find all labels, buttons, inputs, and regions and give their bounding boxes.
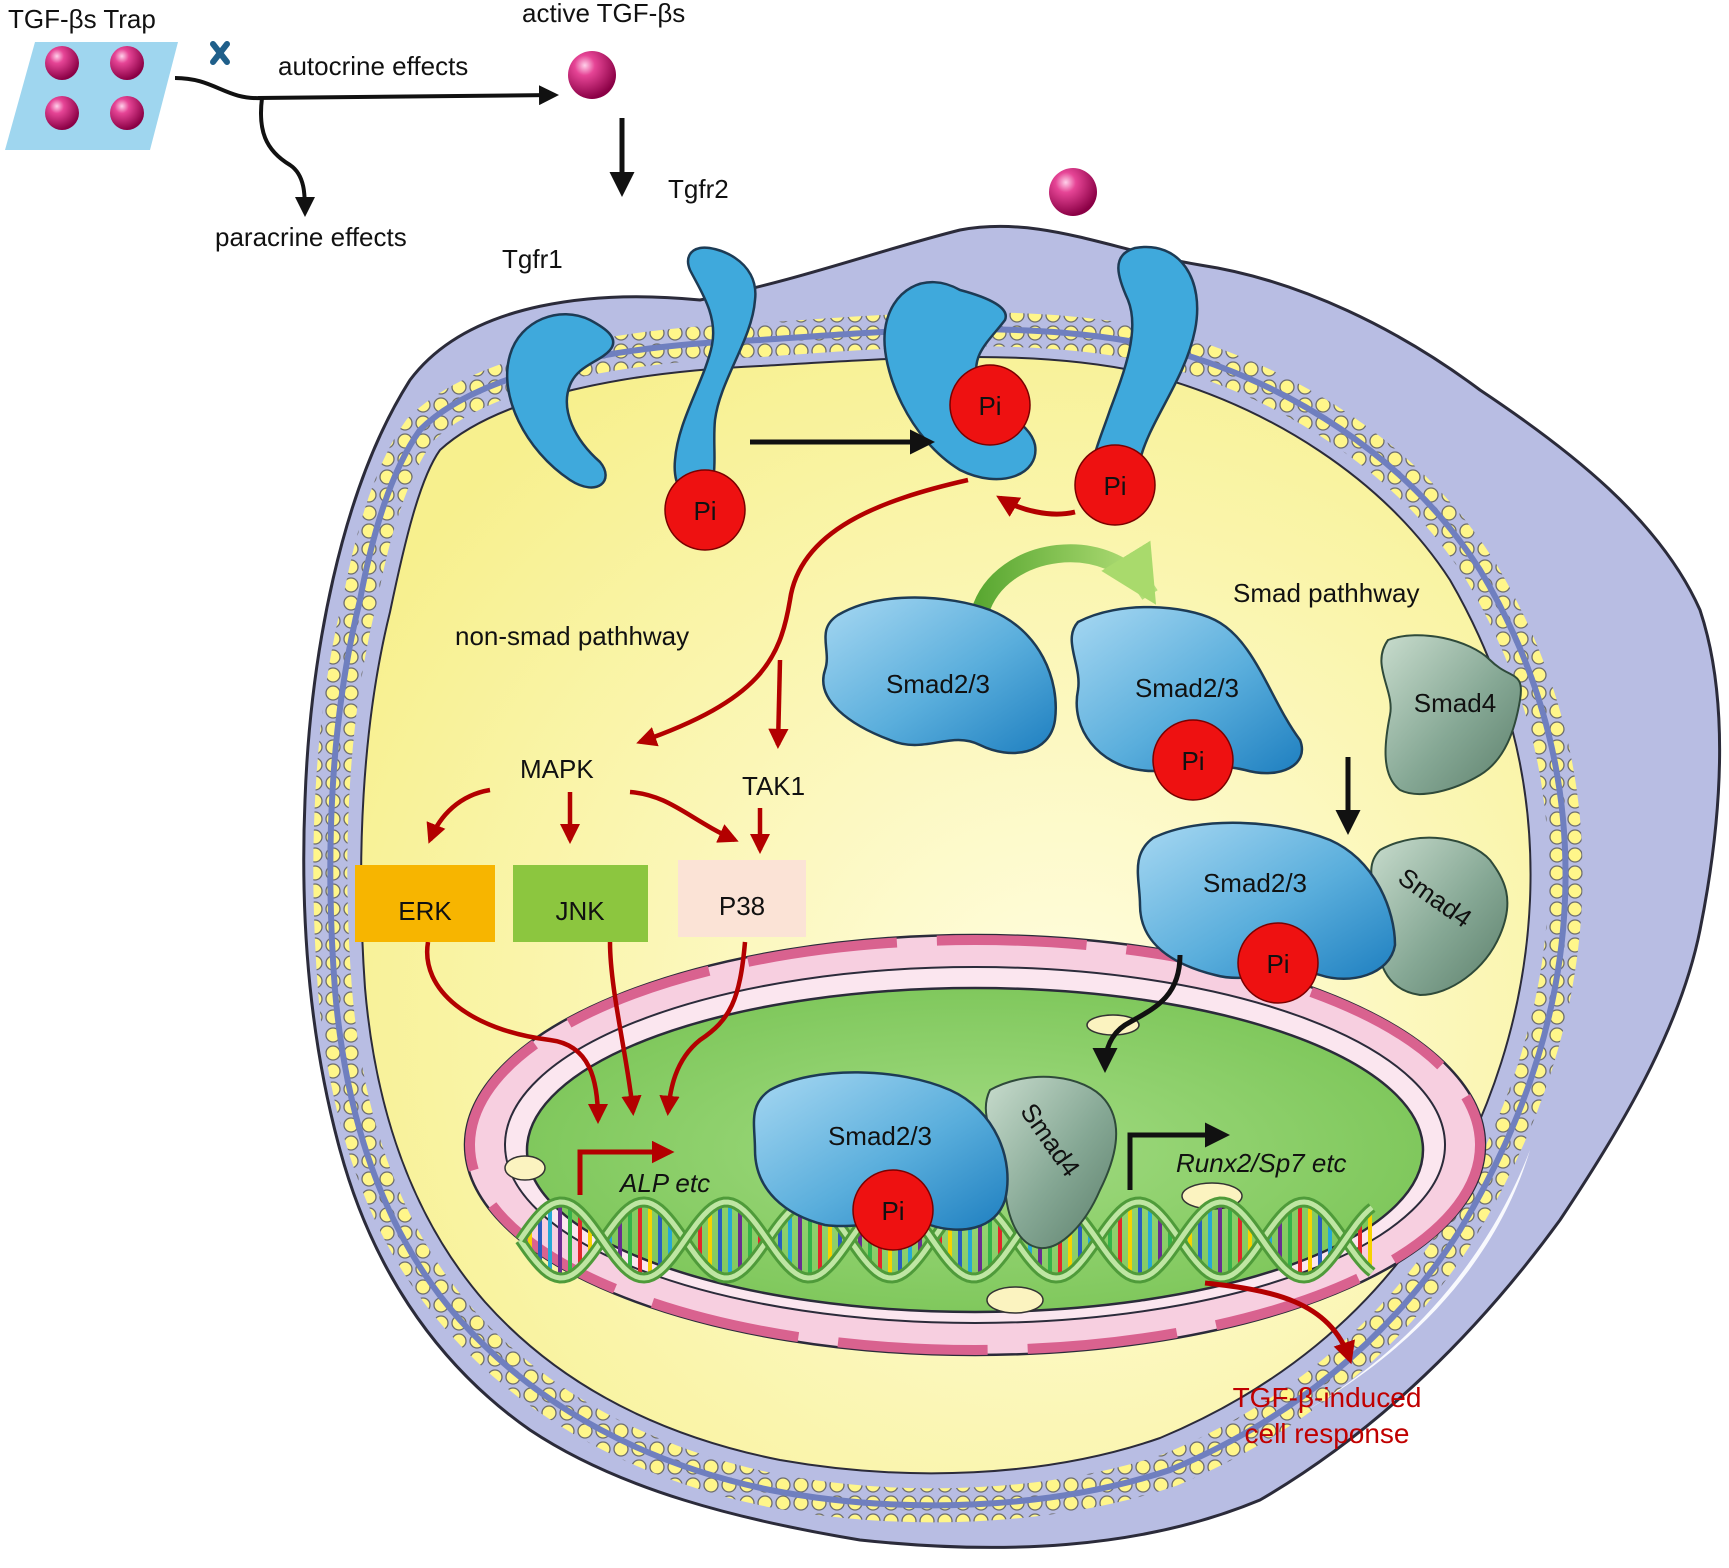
smad4-protein-complex: Smad4 xyxy=(1370,836,1509,997)
tgf-beta-trap xyxy=(5,42,178,150)
active-ligand-sphere xyxy=(568,51,616,99)
label-smad-pathway: Smad pathhway xyxy=(1233,578,1419,608)
label-active-tgf: active TGF-βs xyxy=(522,0,685,28)
phosphorylation-arrow xyxy=(996,495,1076,517)
jnk-box: JNK xyxy=(513,865,648,942)
cell-response-arrow xyxy=(1204,1280,1355,1365)
nuclear-pore xyxy=(1086,1014,1140,1036)
alp-transcription-arrow xyxy=(577,1140,675,1195)
svg-text:Pi: Pi xyxy=(1266,949,1289,979)
smad23-protein: Smad2/3 xyxy=(1070,605,1304,775)
svg-text:Pi: Pi xyxy=(693,496,716,526)
label-paracrine: paracrine effects xyxy=(215,222,407,252)
svg-text:Smad2/3: Smad2/3 xyxy=(886,669,990,699)
nuclear-pore xyxy=(986,1286,1044,1314)
nuclear-translocation-arrow xyxy=(1092,954,1183,1073)
label-mapk: MAPK xyxy=(520,754,594,784)
label-tak1: TAK1 xyxy=(742,771,805,801)
runx-transcription-arrow xyxy=(1127,1122,1230,1190)
label-response-1: TGF-β-induced xyxy=(1233,1382,1422,1413)
pi-phosphate: Pi xyxy=(664,469,746,551)
pi-phosphate: Pi xyxy=(852,1169,934,1251)
svg-text:JNK: JNK xyxy=(555,896,605,926)
svg-text:ERK: ERK xyxy=(398,896,452,926)
label-response-2: cell response xyxy=(1245,1418,1410,1449)
svg-text:Pi: Pi xyxy=(881,1196,904,1226)
label-autocrine: autocrine effects xyxy=(278,51,468,81)
label-runx: Runx2/Sp7 etc xyxy=(1176,1148,1347,1178)
svg-text:Pi: Pi xyxy=(1181,746,1204,776)
bound-ligand-sphere xyxy=(1049,168,1097,216)
trap-plate xyxy=(5,42,178,150)
erk-box: ERK xyxy=(355,865,495,942)
smad23-protein-nuclear: Smad2/3 xyxy=(752,1071,1009,1231)
pi-phosphate: Pi xyxy=(1237,922,1319,1004)
pi-phosphate: Pi xyxy=(1152,719,1234,801)
pi-phosphate: Pi xyxy=(949,364,1031,446)
smad23-protein: Smad2/3 xyxy=(822,596,1057,755)
svg-text:Smad2/3: Smad2/3 xyxy=(1135,673,1239,703)
trap-effect-arrows xyxy=(174,76,559,217)
label-alp: ALP etc xyxy=(618,1168,710,1198)
non-smad-arrows xyxy=(424,477,969,1125)
label-tgfr2: Tgfr2 xyxy=(668,174,729,204)
smad23-protein-complex: Smad2/3 xyxy=(1136,821,1397,980)
svg-text:Smad2/3: Smad2/3 xyxy=(828,1121,932,1151)
pi-phosphate: Pi xyxy=(1074,444,1156,526)
smad4-protein: Smad4 xyxy=(1380,634,1522,796)
smad4-protein-nuclear: Smad4 xyxy=(984,1075,1118,1250)
svg-text:Smad4: Smad4 xyxy=(1414,688,1496,718)
label-tgfr1: Tgfr1 xyxy=(502,244,563,274)
p38-box: P38 xyxy=(678,860,806,937)
label-trap: TGF-βs Trap xyxy=(8,4,156,34)
svg-text:Smad2/3: Smad2/3 xyxy=(1203,868,1307,898)
smad-activation-arc xyxy=(971,540,1158,616)
ligand-sphere-icon xyxy=(45,46,144,130)
tgfr1-receptor xyxy=(505,312,615,489)
label-non-smad: non-smad pathhway xyxy=(455,621,689,651)
svg-text:Pi: Pi xyxy=(1103,471,1126,501)
inhibit-x-icon xyxy=(210,41,230,65)
dna-strand xyxy=(517,1199,1374,1281)
nuclear-pore xyxy=(504,1155,546,1181)
svg-text:P38: P38 xyxy=(719,891,765,921)
svg-text:Pi: Pi xyxy=(978,391,1001,421)
